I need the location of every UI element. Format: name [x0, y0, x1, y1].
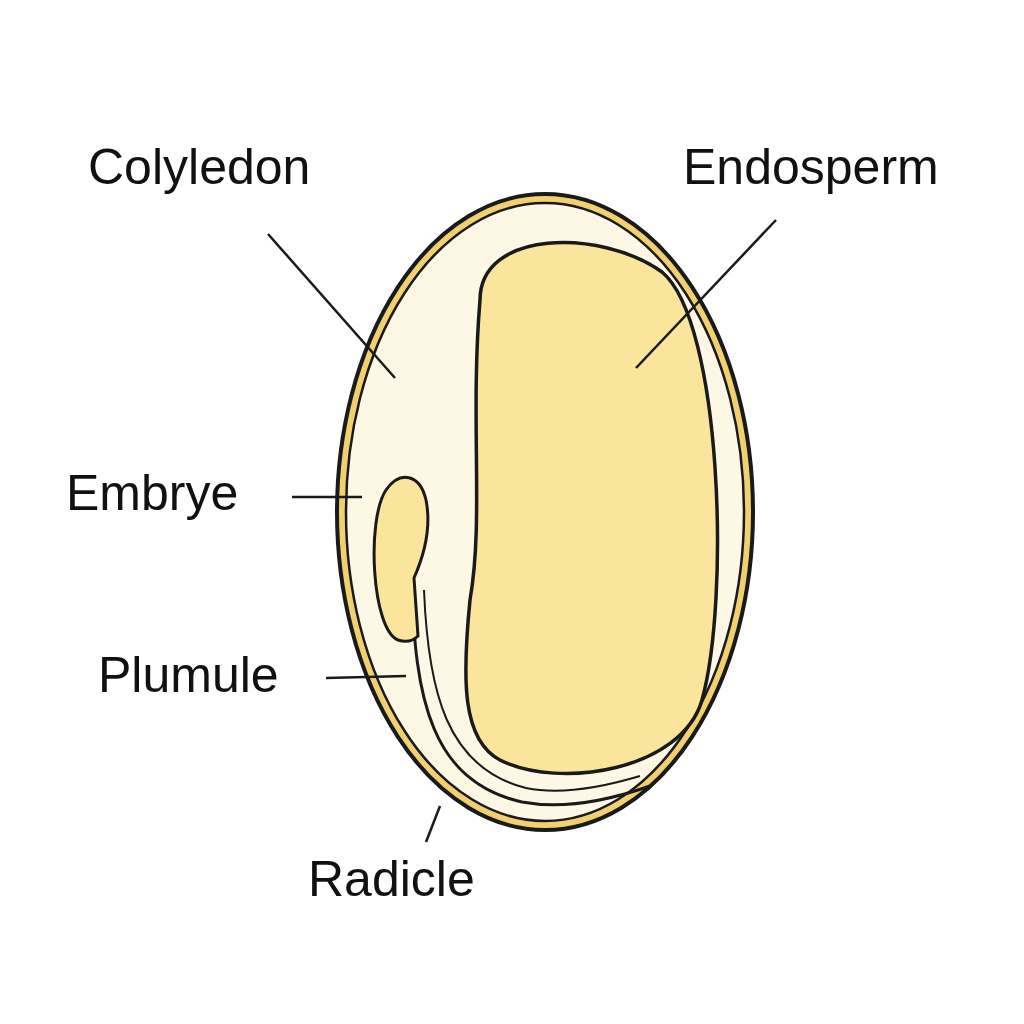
- leader-line: [426, 806, 440, 842]
- part-label: Embrye: [66, 466, 238, 521]
- embryo-axis-inner: [424, 590, 640, 791]
- leader-line: [292, 496, 362, 499]
- leader-lines: [268, 220, 776, 842]
- part-label: Plumule: [98, 648, 279, 703]
- part-label: Endosperm: [683, 140, 939, 195]
- leader-line: [268, 234, 395, 378]
- embryo-axis: [412, 580, 650, 805]
- seed-interior: [346, 203, 744, 821]
- leader-line: [636, 220, 776, 368]
- embryo-shape: [374, 477, 428, 641]
- part-label: Colyledon: [88, 140, 310, 195]
- part-label: Radicle: [308, 852, 475, 907]
- seed-coat: [337, 194, 753, 830]
- leader-line: [326, 676, 406, 678]
